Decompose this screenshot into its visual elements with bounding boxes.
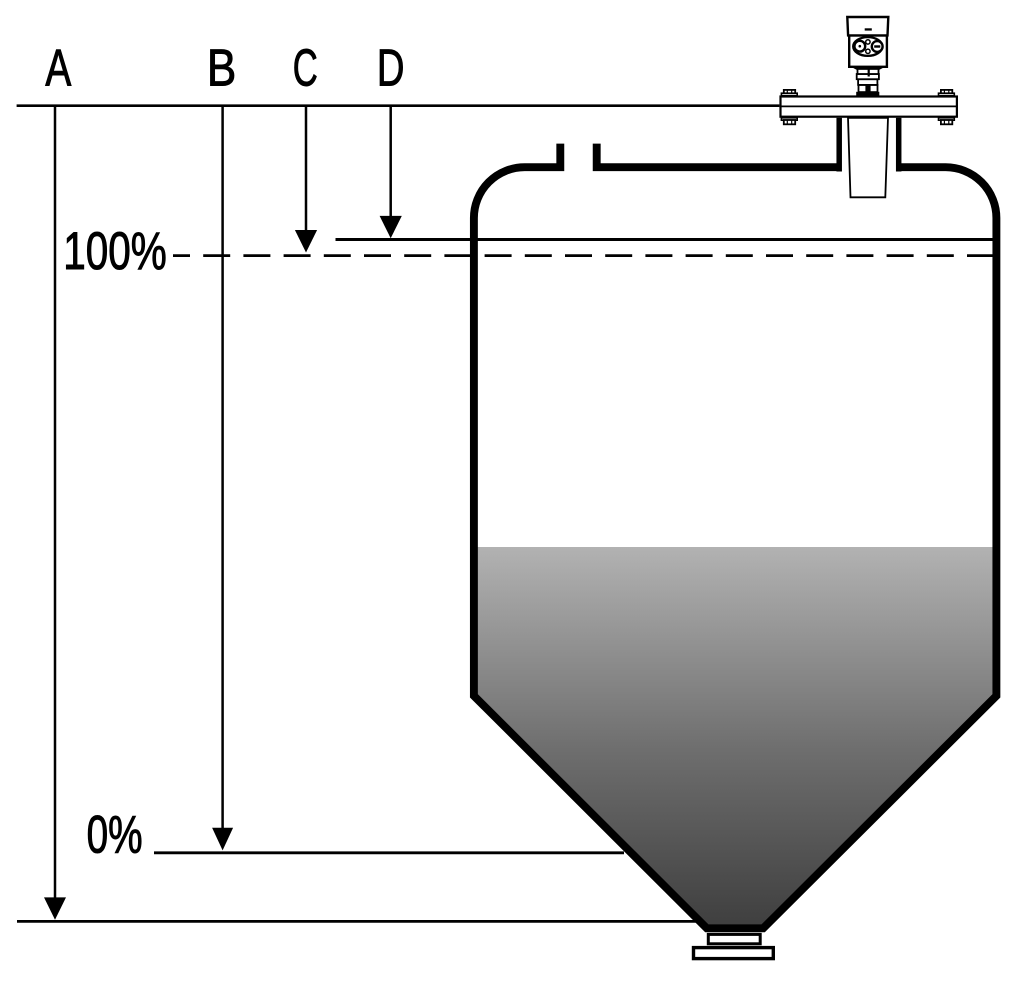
svg-text:100%: 100%	[63, 222, 167, 281]
svg-text:0%: 0%	[87, 806, 143, 865]
svg-text:D: D	[377, 40, 405, 98]
svg-text:C: C	[293, 40, 318, 98]
svg-text:B: B	[207, 40, 236, 98]
svg-text:A: A	[45, 40, 71, 98]
